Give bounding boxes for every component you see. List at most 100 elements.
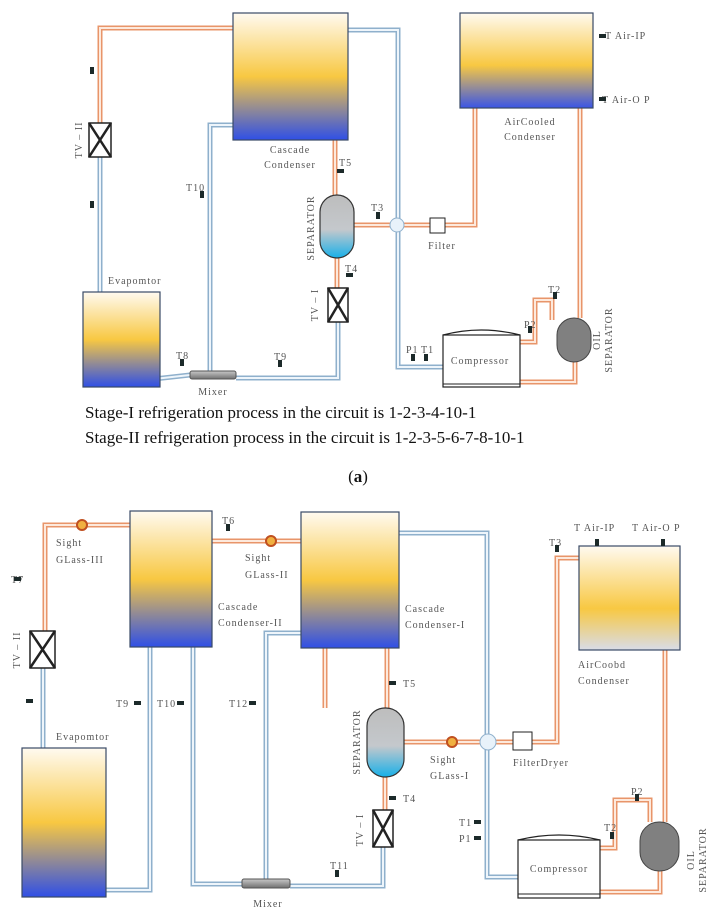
hot-pipe-discharge-b <box>600 799 651 849</box>
t-air-op-label: T Air-O P <box>602 95 651 106</box>
sensor-t8-label: T8 <box>176 351 189 362</box>
air-cooled-condenser-b-label: AirCoobd <box>578 660 626 671</box>
cold-pipe-tv1-mixer <box>236 322 339 379</box>
temperature-sensor-marker <box>278 360 282 367</box>
tv1-valve-b <box>371 809 395 848</box>
filter <box>429 217 446 234</box>
sensor-t1-label: T1 <box>421 345 434 356</box>
temperature-sensor-marker <box>389 796 396 800</box>
sight-glass-3-label: Sight <box>56 538 82 549</box>
temperature-sensor-marker <box>599 34 606 38</box>
sensor-t5-label-b: T5 <box>403 679 416 690</box>
sight-glass-2-label: Sight <box>245 553 271 564</box>
hot-pipe-filter-condenser-b <box>532 557 590 743</box>
cold-pipe-tv1-mixer <box>236 322 341 381</box>
hot-pipe-oil-return-b <box>600 871 661 893</box>
temperature-sensor-marker <box>595 539 599 546</box>
sensor-p1-label-b: P1 <box>459 834 472 845</box>
tv1-label-b: TV – I <box>355 814 366 846</box>
tv2-label-b: TV – II <box>12 632 23 669</box>
t-air-ip-label-b: T Air-IP <box>574 523 615 534</box>
sight-glass-1-label: Sight <box>430 755 456 766</box>
temperature-sensor-marker <box>661 539 665 546</box>
temperature-sensor-marker <box>200 191 204 198</box>
sensor-t10-label-b: T10 <box>157 699 176 710</box>
sensor-t5-label: T5 <box>339 158 352 169</box>
oil-separator-label-2: SEPARATOR <box>604 307 615 372</box>
sight-glass-2-label-2: GLass-II <box>245 570 289 581</box>
temperature-sensor-marker <box>528 326 532 333</box>
oil-separator <box>556 317 592 363</box>
pipe-crossover <box>389 217 405 233</box>
cascade-condenser <box>232 12 349 141</box>
separator <box>319 194 355 259</box>
hot-pipe-oil-return-b <box>600 871 663 895</box>
evaporator-b-label: Evapomtor <box>56 732 109 743</box>
sensor-t6-label: T6 <box>222 516 235 527</box>
temperature-sensor-marker <box>599 97 606 101</box>
compressor-b <box>517 834 601 899</box>
sensor-p2-label-b: P2 <box>631 787 644 798</box>
cold-pipe-compressor-suction <box>348 29 443 368</box>
hot-pipe-oil-return <box>520 362 578 385</box>
sensor-t4-label-b: T4 <box>403 794 416 805</box>
separator-b-label: SEPARATOR <box>352 709 363 774</box>
sensor-p2-label: P2 <box>524 320 537 331</box>
hot-pipe <box>99 27 240 123</box>
sensor-t3-label-b: T3 <box>549 538 562 549</box>
sight-glass-1-label-2: GLass-I <box>430 771 469 782</box>
cascade-condenser-2-label-2: Condenser-II <box>218 618 283 629</box>
cold-pipe-compressor-suction <box>348 27 443 370</box>
sensor-t9-label-b: T9 <box>116 699 129 710</box>
diagram-b: Sight GLass-III Sight GLass-II Sight GLa… <box>11 510 709 910</box>
oil-separator-b-label: OIL <box>686 850 697 870</box>
sensor-t12-label: T12 <box>229 699 248 710</box>
temperature-sensor-marker <box>635 794 639 801</box>
tv2-valve-b <box>28 630 57 669</box>
sight-glass-1 <box>446 736 458 748</box>
evaporator <box>82 291 161 388</box>
compressor-b-label: Compressor <box>530 864 588 875</box>
temperature-sensor-marker <box>376 212 380 219</box>
cold-pipe-tv1-mixer-b <box>290 847 384 887</box>
temperature-sensor-marker <box>346 273 353 277</box>
sensor-t4-label: T4 <box>345 264 358 275</box>
pipe-crossover-b <box>479 733 497 751</box>
cascade-condenser-2-label: Cascade <box>218 602 258 613</box>
cold-pipe-t10-b <box>190 647 242 887</box>
diagram-a: Cascade Condenser AirCooled Condenser T … <box>74 12 651 398</box>
separator-label: SEPARATOR <box>306 195 317 260</box>
cascade-condenser-label: Cascade <box>270 145 310 156</box>
hot-pipe-filter-condenser <box>445 108 476 226</box>
tv1-valve <box>326 287 350 323</box>
t-air-ip-label: T Air-IP <box>605 31 646 42</box>
temperature-sensor-marker <box>555 545 559 552</box>
filter-dryer <box>512 731 533 751</box>
temperature-sensor-marker <box>610 832 614 839</box>
hot-pipe-discharge <box>520 299 553 343</box>
temperature-sensor-marker <box>177 701 184 705</box>
air-cooled-condenser-b-label-2: Condenser <box>578 676 630 687</box>
temperature-sensor-marker <box>249 701 256 705</box>
temperature-sensor-marker <box>474 820 481 824</box>
filter-label: Filter <box>428 241 456 252</box>
cascade-condenser-1-label-2: Condenser-I <box>405 620 465 631</box>
tv2-label: TV – II <box>74 122 85 159</box>
subfigure-label-a: (a) <box>348 467 368 486</box>
separator-b <box>366 707 405 778</box>
temperature-sensor-marker <box>26 699 33 703</box>
sensor-t9-label: T9 <box>274 352 287 363</box>
cold-pipe-t10-b <box>192 647 242 885</box>
cascade-condenser-1-label: Cascade <box>405 604 445 615</box>
temperature-sensor-marker <box>337 169 344 173</box>
evaporator-b <box>21 747 107 898</box>
t-air-op-label-b: T Air-O P <box>632 523 681 534</box>
cascade-condenser-2 <box>129 510 213 648</box>
temperature-sensor-marker <box>180 359 184 366</box>
tv2-valve <box>87 122 113 158</box>
hot-pipe <box>97 25 240 123</box>
stage1-caption: Stage-I refrigeration process in the cir… <box>85 403 476 422</box>
evaporator-label: Evapomtor <box>108 276 161 287</box>
stage2-caption: Stage-II refrigeration process in the ci… <box>85 428 524 447</box>
